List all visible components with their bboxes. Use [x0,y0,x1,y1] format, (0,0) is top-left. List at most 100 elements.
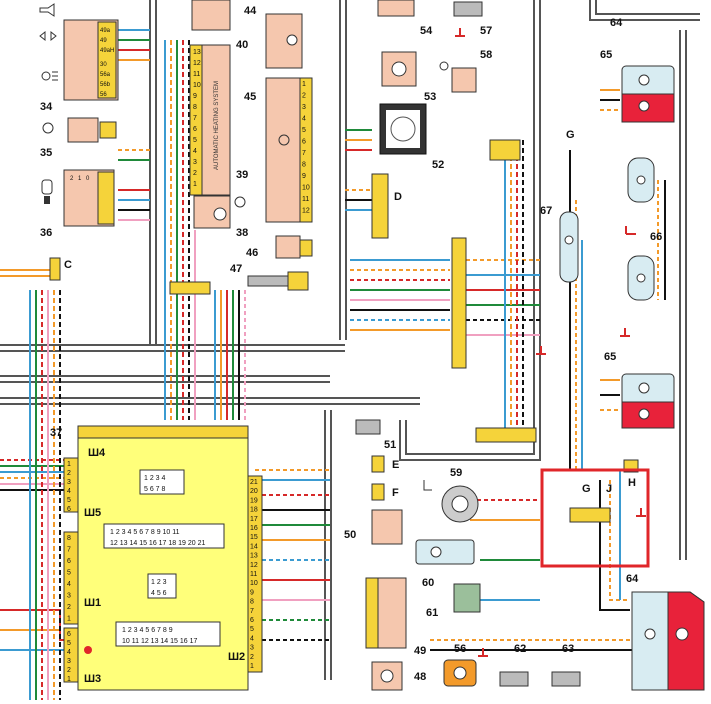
pin-number: 5 [67,570,71,577]
pin-number: 11 [302,196,309,203]
pin-number: 19 [250,497,258,504]
key-icon [41,179,53,204]
switch36-pin: 2 [70,176,74,182]
connector-stack-center [451,237,467,369]
seat-icon [423,480,432,491]
sensor-38 [193,195,231,229]
label-63: 63 [562,643,574,655]
pin-number: 4 [67,488,71,495]
label-66: 66 [650,231,662,243]
switch36-pin: 1 [78,176,82,182]
pin-number: 4 [250,635,254,642]
pin-number: 8 [302,162,306,169]
relay34-pin: 49a [100,28,111,34]
pin-number: 10 [193,82,201,89]
pin-number: 10 [250,580,258,587]
label-34: 34 [40,101,53,113]
pin-row: 10 11 12 13 14 15 16 17 [122,638,197,645]
label-36: 36 [40,227,52,239]
pin-number: 11 [250,571,257,578]
label-49: 49 [414,645,426,657]
pin-number: 6 [67,506,71,513]
connector-top-right [489,139,521,161]
connector-sh5: Ш5 [84,507,101,519]
label-35: 35 [40,147,52,159]
pin-number: 4 [67,581,71,588]
motor-53 [381,51,417,87]
label-D: D [394,191,402,203]
pin-number: 2 [67,470,71,477]
label-37: 37 [50,427,62,439]
pin-number: 10 [302,185,310,192]
label-F: F [392,487,399,499]
label-44: 44 [244,5,257,17]
pin-number: 7 [67,547,71,554]
component-50 [371,509,403,545]
pin-number: 1 [67,616,71,623]
clock-52 [379,103,427,155]
component-61 [453,583,481,613]
pin-number: 2 [193,170,197,177]
label-G-box: G [582,483,591,495]
pin-number: 1 [250,663,254,670]
label-65a: 65 [600,49,612,61]
pin-number: 5 [193,137,197,144]
label-G-top: G [566,129,575,141]
pin-number: 8 [67,535,71,542]
pin-number: 3 [193,159,197,166]
sensor-63 [551,671,581,687]
pin-number: 11 [193,71,200,78]
module-39: AUTOMATIC HEATING SYSTEM [189,44,231,196]
pin-number: 20 [250,488,258,495]
pin-number: 1 [67,461,71,468]
sensor-57 [453,1,483,17]
label-56: 56 [454,643,466,655]
pin-number: 2 [302,93,306,100]
status-dot [84,646,92,654]
module-45 [265,77,313,223]
label-57: 57 [480,25,492,37]
pin-number: 6 [67,558,71,565]
relay34-pin: 30 [100,62,107,68]
lamp-56 [443,659,477,687]
label-58: 58 [480,49,492,61]
pin-number: 8 [193,104,197,111]
pin-number: 16 [250,525,258,532]
pin-number: 5 [67,497,71,504]
label-46: 46 [246,247,258,259]
label-50: 50 [344,529,356,541]
switch-40 [191,0,231,31]
lamp-60 [415,539,475,565]
pin-number: 7 [250,608,254,615]
tail-lamp-65-top [621,65,675,123]
pin-row: 12 13 14 15 16 17 18 19 20 21 [110,540,205,547]
horn-icon [39,3,55,17]
connector-F [371,483,385,501]
label-60: 60 [422,577,434,589]
label-45: 45 [244,91,256,103]
label-J: J [606,483,612,495]
lamp-67 [559,211,579,283]
pin-number: 1 [193,181,197,188]
connector-D [371,173,389,239]
label-51: 51 [384,439,396,451]
motor-48 [371,661,403,691]
label-59: 59 [450,467,462,479]
relay34-pin: 49 [100,38,107,44]
pin-number: 6 [302,139,306,146]
pin-number: 15 [250,534,258,541]
label-62: 62 [514,643,526,655]
label-39: 39 [236,169,248,181]
label-38: 38 [236,227,248,239]
pin-number: 6 [67,631,71,638]
pin-number: 4 [302,116,306,123]
pin-number: 7 [193,115,197,122]
pin-number: 2 [67,604,71,611]
pin-row: 1 2 3 4 5 6 7 8 9 [122,627,173,634]
connector-E [371,455,385,473]
headlight-icon [41,71,58,81]
